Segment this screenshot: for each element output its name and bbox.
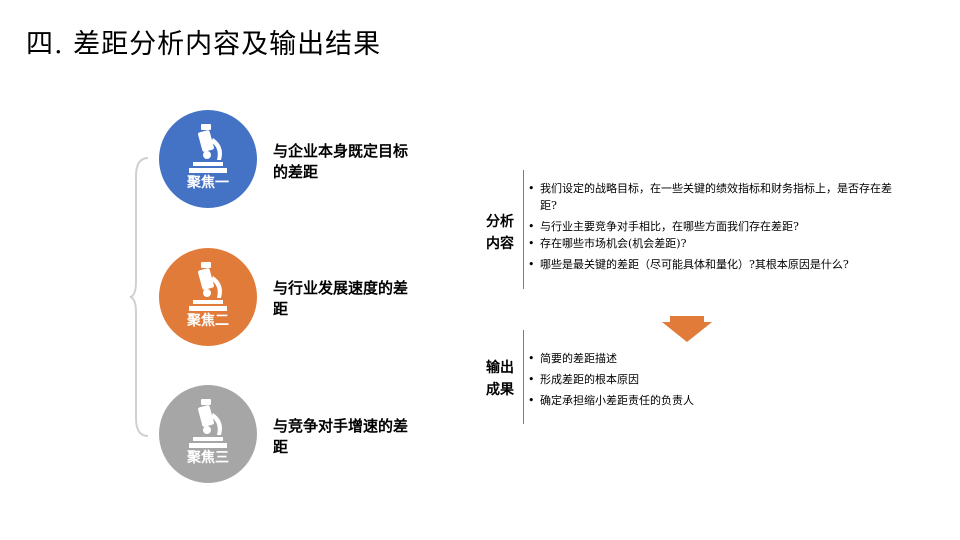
list-item: 与行业主要竞争对手相比，在哪些方面我们存在差距? xyxy=(528,218,908,235)
microscope-icon xyxy=(189,399,227,448)
output-list: 简要的差距描述 形成差距的根本原因 确定承担缩小差距责任的负责人 xyxy=(528,350,858,413)
focus-circle-3: 聚焦三 xyxy=(159,385,257,483)
list-item: 存在哪些市场机会(机会差距)? xyxy=(528,235,908,252)
page-title: 四. 差距分析内容及输出结果 xyxy=(26,29,382,60)
list-item: 简要的差距描述 xyxy=(528,350,858,367)
microscope-icon xyxy=(189,262,227,311)
focus-label-3: 聚焦三 xyxy=(187,450,229,466)
output-divider xyxy=(523,330,524,424)
list-item: 确定承担缩小差距责任的负责人 xyxy=(528,392,858,409)
list-item: 我们设定的战略目标，在一些关键的绩效指标和财务指标上，是否存在差距? xyxy=(528,180,908,214)
focus-circle-2: 聚焦二 xyxy=(159,248,257,346)
focus-desc-3: 与竞争对手增速的差距 xyxy=(273,417,409,456)
microscope-icon xyxy=(189,124,227,173)
down-arrow-icon xyxy=(662,316,712,342)
focus-label-2: 聚焦二 xyxy=(187,313,229,329)
output-label: 输出成果 xyxy=(486,360,514,398)
curly-brace xyxy=(129,157,149,437)
list-item: 形成差距的根本原因 xyxy=(528,371,858,388)
analysis-list: 我们设定的战略目标，在一些关键的绩效指标和财务指标上，是否存在差距? 与行业主要… xyxy=(528,180,908,277)
list-item: 哪些是最关键的差距（尽可能具体和量化）?其根本原因是什么? xyxy=(528,256,908,273)
analysis-label: 分析内容 xyxy=(486,214,514,252)
analysis-divider xyxy=(523,170,524,289)
focus-circle-1: 聚焦一 xyxy=(159,110,257,208)
focus-desc-1: 与企业本身既定目标的差距 xyxy=(273,142,409,181)
focus-desc-2: 与行业发展速度的差距 xyxy=(273,279,409,318)
focus-label-1: 聚焦一 xyxy=(187,175,229,191)
